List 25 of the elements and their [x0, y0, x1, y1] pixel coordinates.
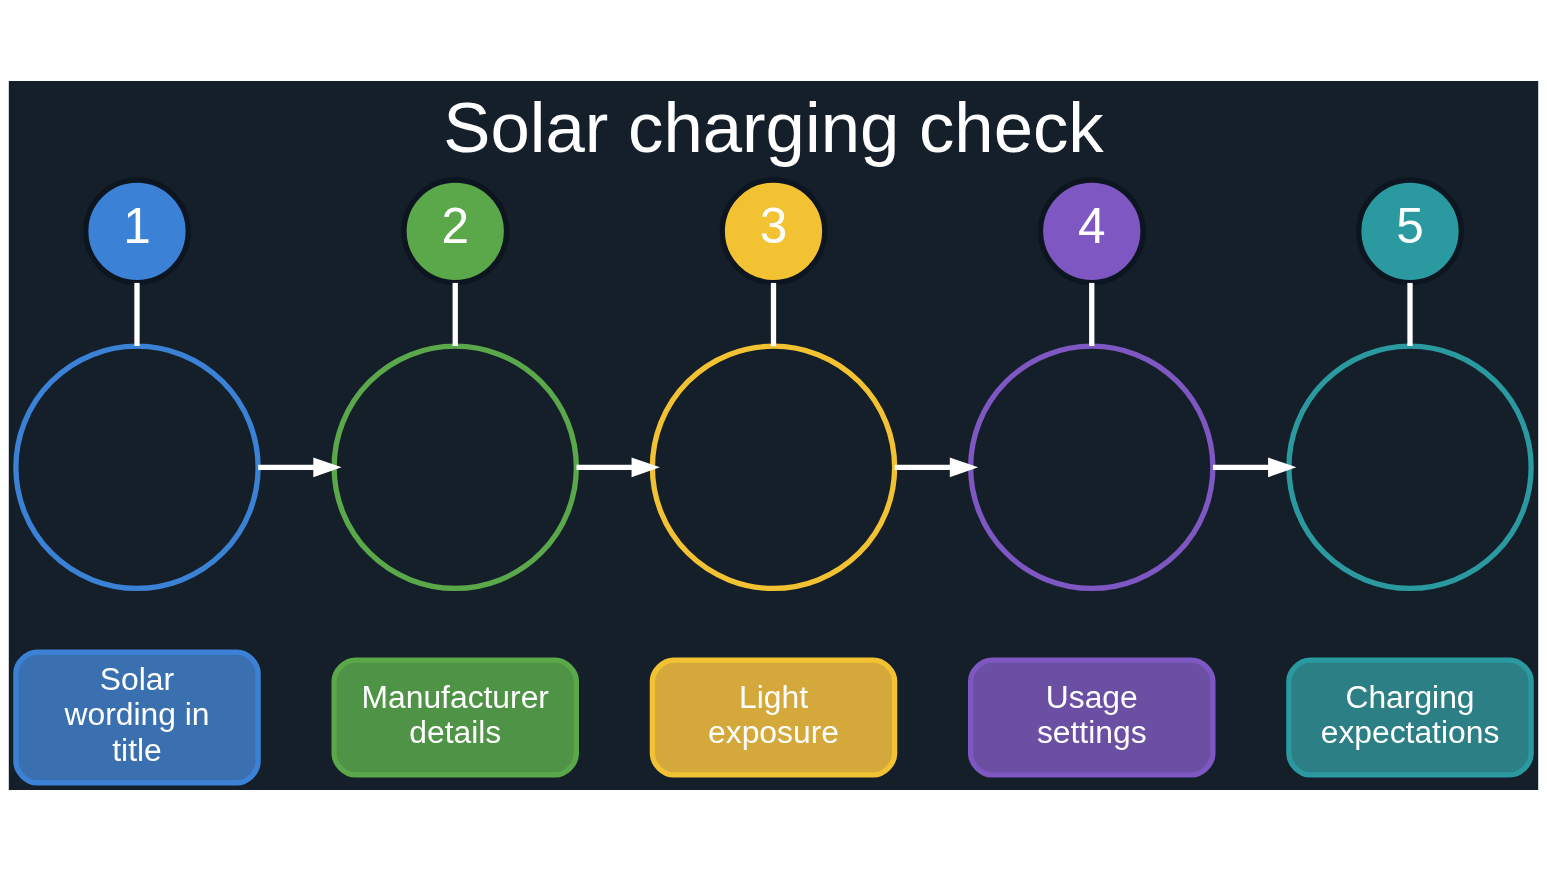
connector — [1407, 282, 1413, 346]
connector — [452, 282, 458, 346]
arrow — [1212, 456, 1297, 477]
node-box: Light exposure — [649, 656, 898, 778]
node-circle — [13, 343, 261, 591]
node-box: Usage settings — [968, 656, 1216, 778]
node-circle: 3 — [719, 176, 828, 285]
node-circle: 2 — [401, 176, 510, 285]
node-circle — [331, 343, 579, 591]
node-circle — [968, 343, 1216, 591]
arrow — [258, 456, 342, 477]
node-circle — [649, 343, 898, 591]
node-box: Solar wording in title — [13, 648, 261, 786]
connector — [134, 282, 140, 346]
connector — [1089, 282, 1095, 346]
node-box: Manufacturer details — [331, 656, 579, 778]
node-box: Charging expectations — [1286, 656, 1534, 778]
arrow — [894, 456, 979, 477]
connector — [770, 282, 777, 346]
diagram-title: Solar charging check — [443, 87, 1104, 167]
node-circle: 4 — [1037, 176, 1146, 285]
node-circle: 5 — [1356, 176, 1464, 285]
node-circle: 1 — [83, 176, 191, 285]
node-circle — [1286, 343, 1534, 591]
arrow — [576, 456, 660, 477]
